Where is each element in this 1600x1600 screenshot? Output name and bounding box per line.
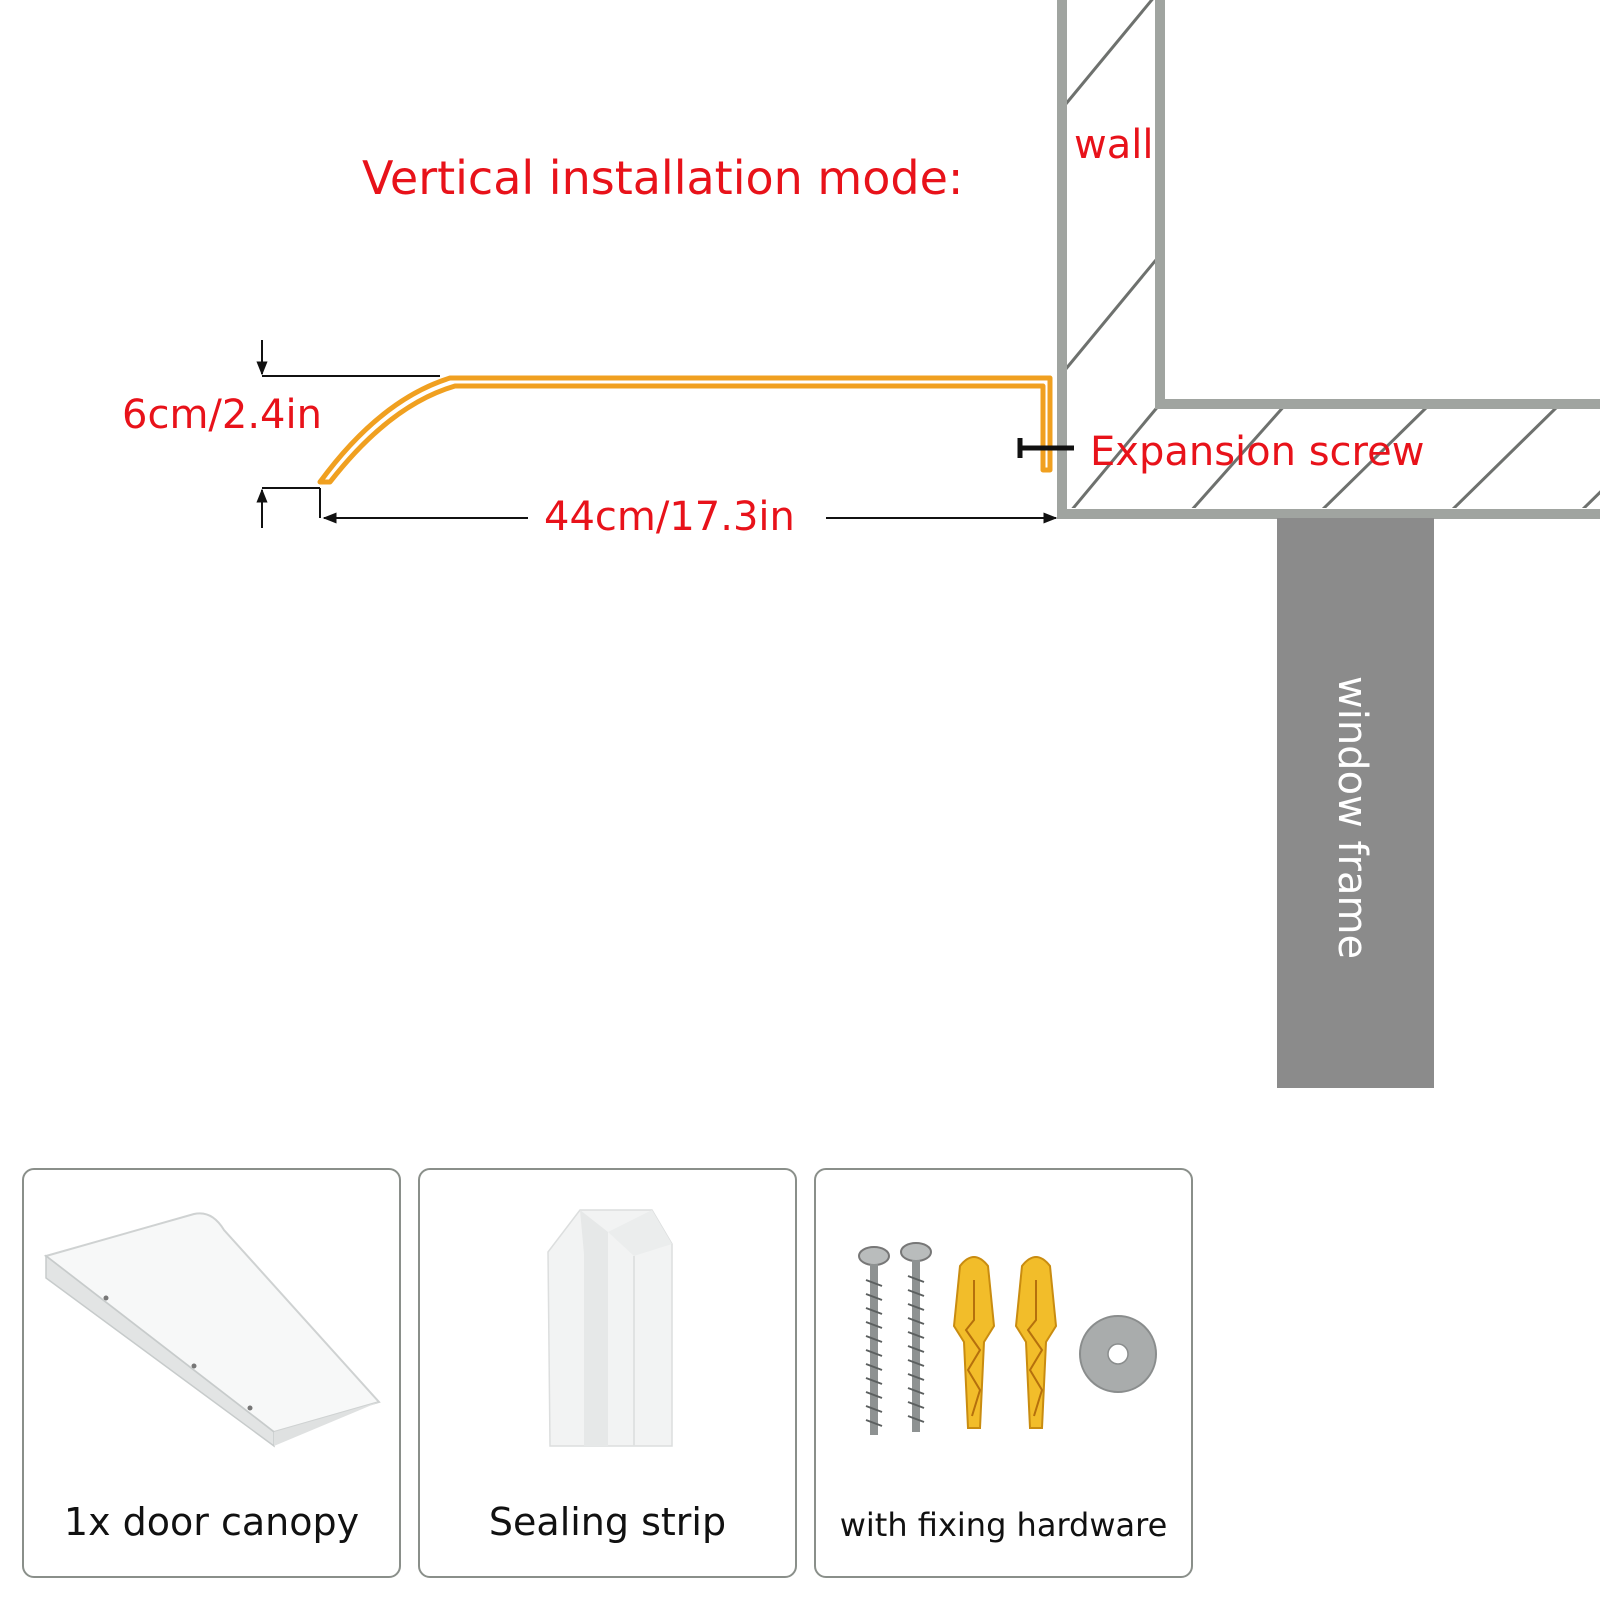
height-dimension [256,340,440,528]
screw-icon [858,1246,890,1435]
screw-marker [1017,438,1074,458]
package-item-label: Sealing strip [488,1500,727,1544]
depth-label: 44cm/17.3in [544,494,795,540]
wall-label: wall [1074,122,1153,168]
package-card-sealing-strip: Sealing strip [418,1168,797,1578]
package-item-label: 1x door canopy [63,1500,360,1544]
package-card-hardware: with fixing hardware [814,1168,1193,1578]
wall-plug-icon [1014,1256,1058,1429]
window-frame: window frame [1277,518,1434,1088]
window-frame-label: window frame [1329,676,1375,959]
canopy-icon [43,1212,381,1448]
screw-icon [900,1242,932,1432]
wall-plug-icon [952,1256,996,1429]
hardware-icon [858,1242,1157,1435]
canopy-profile [317,375,1053,485]
screw-label: Expansion screw [1090,429,1424,475]
sealing-strip-icon [547,1209,673,1447]
wall [1057,0,1600,519]
height-label: 6cm/2.4in [122,392,322,438]
diagram-title: Vertical installation mode: [362,151,963,205]
washer-icon [1079,1315,1157,1393]
package-card-canopy: 1x door canopy [22,1168,401,1578]
package-item-label: with fixing hardware [839,1506,1168,1544]
